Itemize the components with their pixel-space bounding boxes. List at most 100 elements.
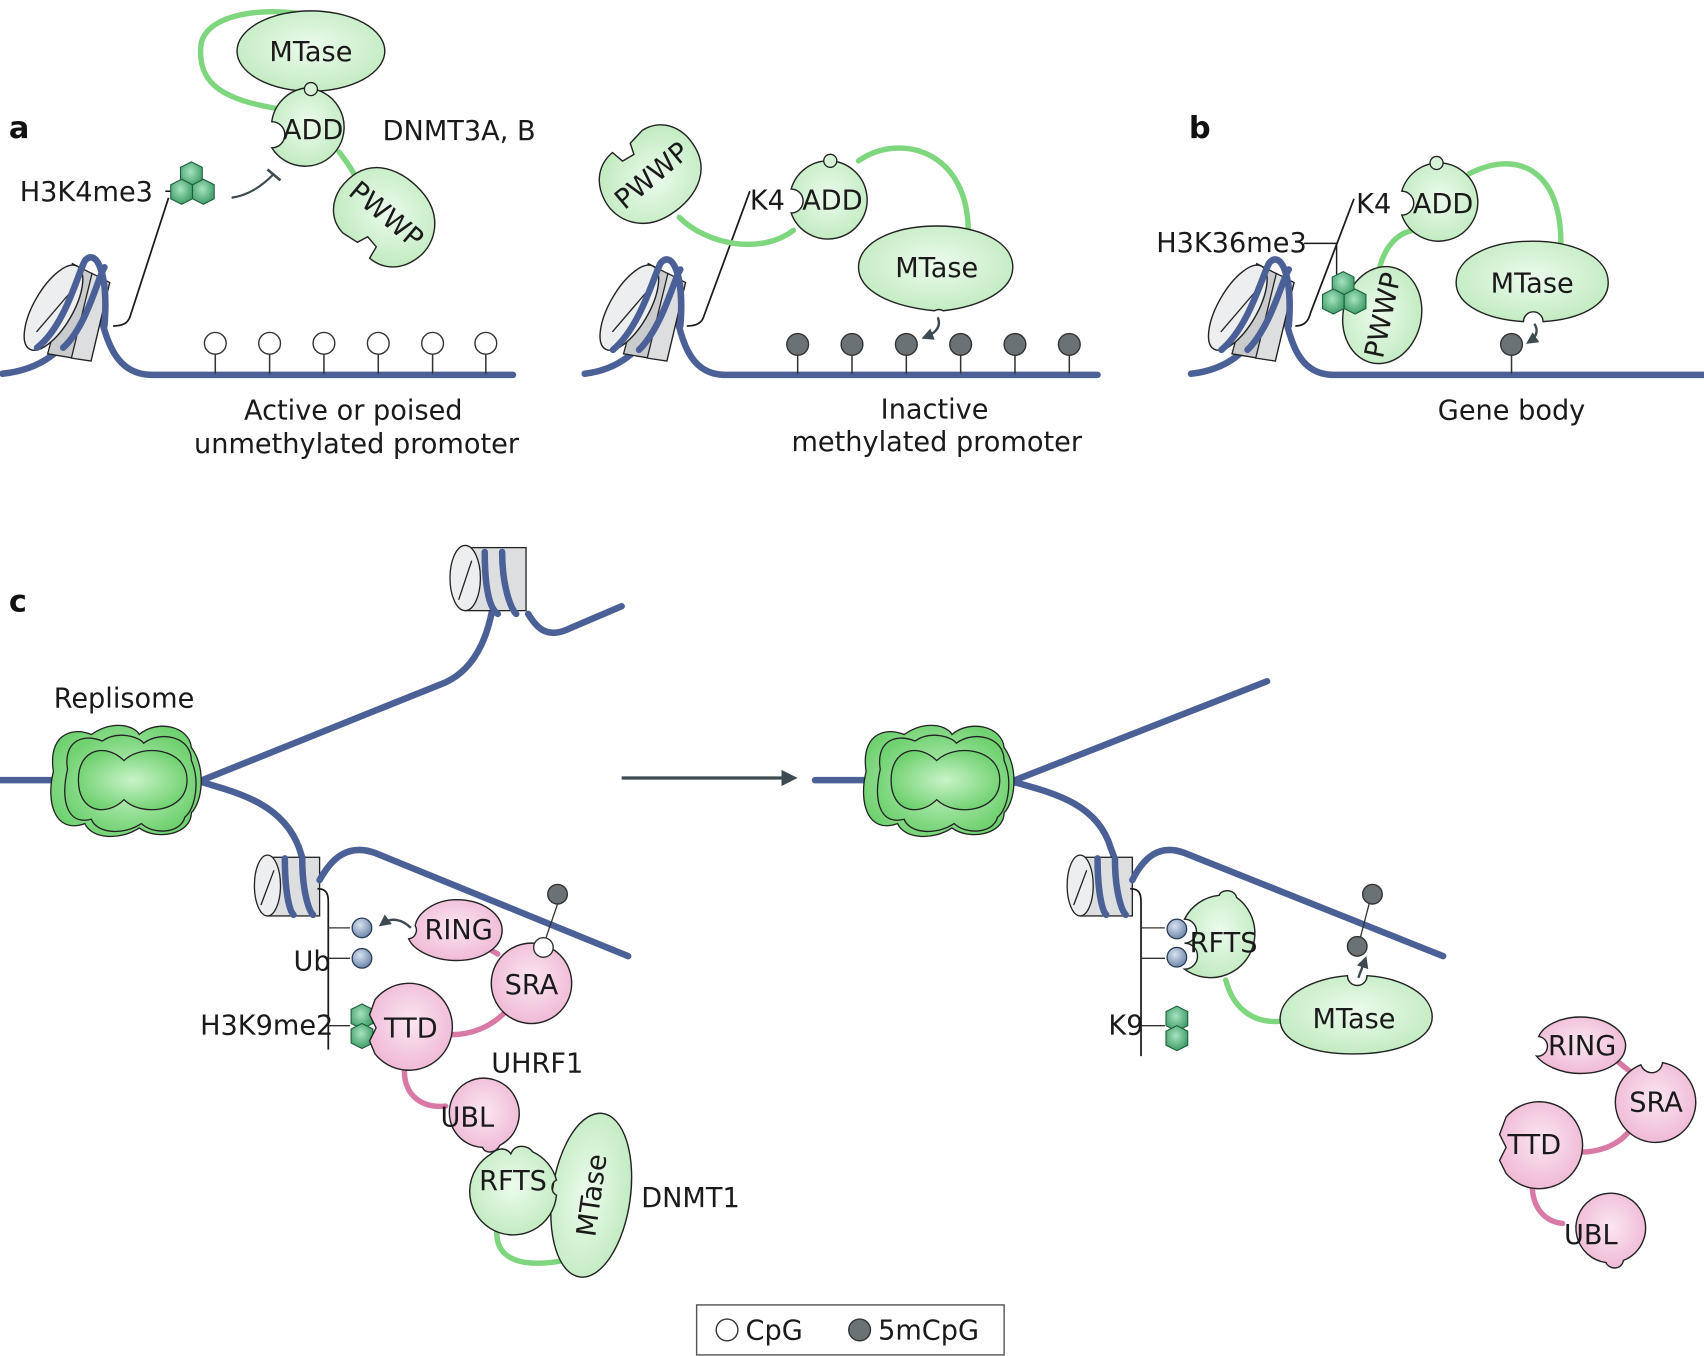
caption-line1: Active or poised	[244, 395, 463, 426]
ttd-label: TTD	[383, 1014, 438, 1045]
ubiquitination-arrow	[378, 914, 412, 929]
add-label: ADD	[1413, 189, 1473, 220]
dna-wrap	[1094, 855, 1130, 919]
methylation-arrow	[1526, 323, 1540, 344]
legend: CpG 5mCpG	[695, 1304, 1005, 1356]
ubiquitin	[1166, 946, 1188, 968]
rfts-domain	[469, 1145, 558, 1236]
dna-leading-strand	[1011, 678, 1271, 784]
cpg-site	[532, 936, 554, 958]
dna-nascent	[1129, 846, 1447, 960]
histone-tail	[1295, 198, 1355, 327]
panel-c: c Replisome Ub	[0, 544, 1697, 1278]
5mcpg-site	[1361, 883, 1383, 905]
k9-mark	[1165, 1005, 1189, 1052]
add-domain	[270, 87, 345, 167]
uhrf1-label: UHRF1	[491, 1048, 583, 1079]
histone-tail	[113, 197, 170, 327]
histone-tail	[1130, 887, 1142, 1057]
dnmt3-label: DNMT3A, B	[383, 116, 536, 147]
rfts-label: RFTS	[479, 1166, 547, 1197]
mtase-domain	[1279, 974, 1433, 1055]
replisome	[862, 724, 1015, 838]
replisome	[50, 724, 202, 838]
ring-domain	[1534, 1016, 1627, 1075]
ring-label: RING	[1548, 1031, 1616, 1062]
mtase-domain	[1455, 240, 1609, 323]
cpg-site	[474, 331, 498, 355]
cpg-sites	[203, 331, 498, 374]
panel-label-b: b	[1189, 111, 1211, 146]
5mcpg-site	[894, 332, 918, 357]
dna-leading-strand	[198, 583, 499, 784]
linker	[1223, 977, 1283, 1025]
h3k4me3-label: H3K4me3	[20, 177, 153, 208]
add-label: ADD	[802, 186, 862, 217]
histone-tail	[317, 887, 330, 1050]
ubiquitin	[351, 917, 373, 939]
cpg-site	[203, 331, 227, 355]
k9-label: K9	[1108, 1010, 1143, 1041]
rfts-domain	[1182, 889, 1256, 979]
caption: Gene body	[1438, 395, 1585, 426]
linker	[676, 214, 797, 248]
panel-label-c: c	[9, 585, 27, 620]
pwwp-domain	[598, 124, 702, 224]
h3k9me2-label: H3K9me2	[200, 1010, 333, 1041]
dna-wrap	[481, 548, 520, 618]
linker	[855, 145, 971, 253]
add-label: ADD	[283, 115, 343, 146]
sra-label: SRA	[505, 970, 559, 1001]
mtase-label: MTase	[1312, 1004, 1395, 1035]
cpg-site	[258, 331, 282, 355]
cpg-site	[312, 331, 336, 355]
legend-5mcpg-label: 5mCpG	[878, 1316, 979, 1347]
dna-linker	[524, 603, 625, 636]
mtase-domain	[857, 225, 1014, 312]
ubl-label: UBL	[441, 1103, 495, 1134]
panel-a-left: a H3K4me3 MTase ADD P	[0, 9, 536, 460]
replisome-label: Replisome	[54, 683, 195, 714]
legend-cpg-label: CpG	[746, 1316, 803, 1347]
k4-label: K4	[1356, 189, 1391, 220]
ub-label: Ub	[294, 946, 331, 977]
cpg-site	[421, 331, 445, 355]
dna-wrap	[281, 855, 317, 919]
dna-wrap	[609, 256, 685, 354]
methylated-cpg-sites	[786, 332, 1081, 374]
mtase-label: MTase	[1491, 268, 1574, 299]
ubiquitin	[1166, 918, 1188, 940]
sra-domain	[1614, 1061, 1697, 1144]
h3k36me3-label: H3K36me3	[1156, 228, 1307, 259]
ubiquitin	[351, 947, 373, 969]
cpg-site	[366, 331, 390, 355]
sra-domain	[490, 942, 573, 1025]
ring-domain	[407, 898, 503, 962]
linker	[1466, 161, 1564, 271]
ring-label: RING	[425, 915, 493, 946]
5mcpg-site	[949, 332, 973, 357]
dna-wrap	[1218, 256, 1293, 354]
methylation-arrow	[1356, 955, 1369, 979]
5mcpg-site	[1499, 332, 1524, 357]
legend-5mcpg-icon	[848, 1318, 872, 1342]
nucleosome	[449, 544, 527, 612]
5mcpg-site	[1057, 332, 1081, 357]
ubl-domain	[1575, 1192, 1647, 1269]
linker	[401, 1067, 449, 1110]
free-uhrf1: RING SRA TTD UBL	[1498, 1016, 1697, 1269]
caption-line1: Inactive	[881, 394, 989, 425]
h3k4me3-mark	[170, 161, 215, 205]
ttd-domain	[1498, 1101, 1584, 1190]
5mcpg-site	[840, 332, 864, 357]
mtase-label: MTase	[895, 253, 978, 284]
caption-line2: methylated promoter	[791, 427, 1082, 458]
dnmt1-label: DNMT1	[641, 1183, 740, 1214]
inhibition-arrow	[231, 173, 275, 199]
panel-a-right: PWWP K4 ADD MTase Inactive methylated pr…	[581, 124, 1101, 458]
histone-tail	[686, 190, 751, 327]
methylation-arrow	[921, 316, 941, 340]
k4-label: K4	[750, 186, 785, 217]
caption-line2: unmethylated promoter	[194, 429, 520, 460]
rfts-label: RFTS	[1190, 928, 1258, 959]
